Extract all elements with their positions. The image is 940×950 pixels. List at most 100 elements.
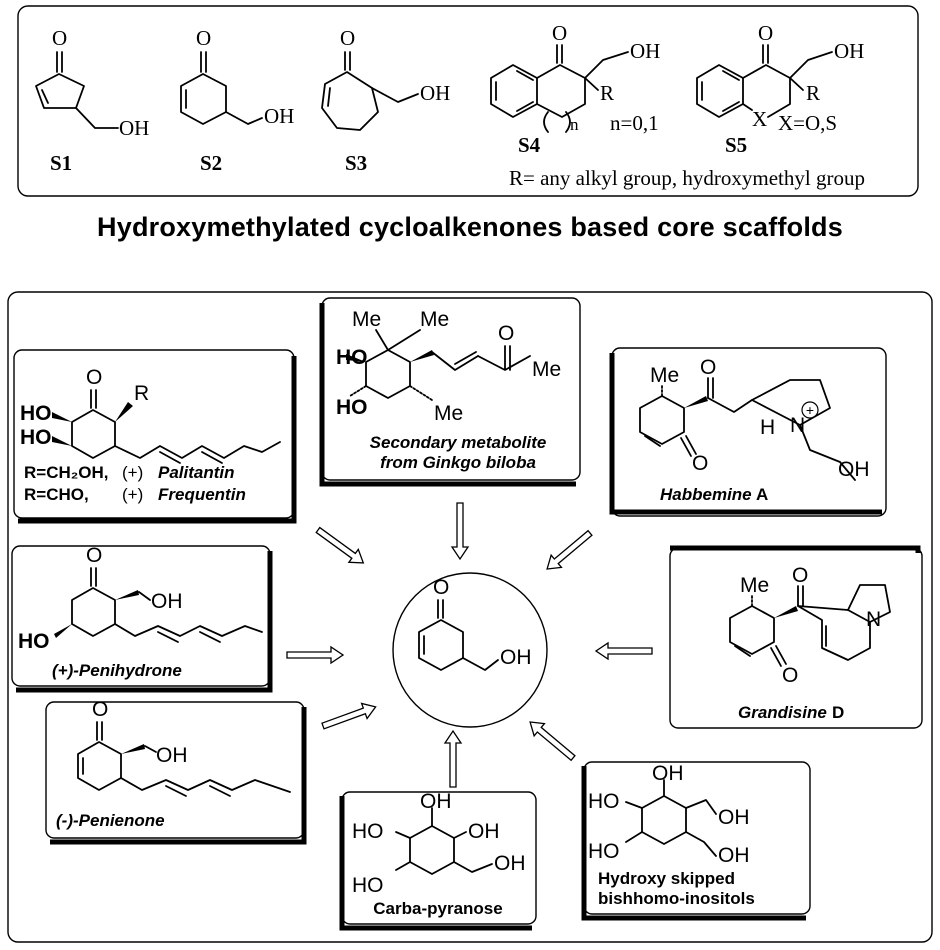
atom-oh: OH bbox=[500, 646, 532, 669]
atom-oh: OH bbox=[834, 39, 864, 63]
box-carba: OH HO OH HO OH Carba-pyranose bbox=[339, 790, 537, 931]
habbemine-name: Habbemine bbox=[660, 485, 752, 504]
atom-o: O bbox=[92, 698, 108, 721]
carba-name: Carba-pyranose bbox=[373, 899, 502, 918]
atom-oh: OH bbox=[151, 590, 183, 613]
atom-me: Me bbox=[740, 574, 769, 597]
charge-circle bbox=[801, 401, 819, 419]
scaffold-panel bbox=[17, 5, 919, 197]
section-heading: Hydroxymethylated cycloalkenones based c… bbox=[97, 212, 843, 242]
ginkgo-line1: Secondary metabolite bbox=[370, 433, 547, 452]
atom-o: O bbox=[792, 564, 808, 587]
atom-me: Me bbox=[650, 364, 679, 387]
arrow-from-carba bbox=[444, 730, 462, 788]
grandisine-suffix: D bbox=[832, 703, 844, 722]
box-palitantin: O HO HO R R=CH₂OH, (+) Palitantin R=CHO,… bbox=[13, 349, 297, 524]
frequentin-sign: (+) bbox=[122, 485, 143, 504]
grandisine-name: Grandisine bbox=[738, 703, 827, 722]
atom-o: O bbox=[758, 21, 773, 45]
core-circle bbox=[392, 572, 548, 728]
atom-me: Me bbox=[420, 308, 449, 331]
scaffold-s2: O OH S2 bbox=[180, 26, 294, 175]
box-ginkgo: Me Me O Me Me HO HO Secondary metabolite… bbox=[319, 297, 581, 487]
atom-ho: HO bbox=[18, 630, 50, 653]
atom-r: R bbox=[806, 81, 820, 105]
atom-ho: HO bbox=[588, 840, 620, 863]
atom-oh: OH bbox=[119, 116, 149, 140]
atom-o: O bbox=[552, 21, 567, 45]
atom-oh: OH bbox=[494, 852, 526, 875]
arrow-from-penihydrone bbox=[286, 646, 344, 664]
atom-r: R bbox=[600, 81, 614, 105]
atom-me: Me bbox=[434, 402, 463, 425]
arrow-from-bishomo bbox=[524, 715, 579, 765]
atom-oh: OH bbox=[420, 790, 452, 813]
arrow-from-ginkgo bbox=[451, 502, 469, 560]
atom-o: O bbox=[782, 664, 798, 687]
frequentin-r: R=CHO, bbox=[24, 485, 89, 504]
atom-me: Me bbox=[352, 308, 381, 331]
penihydrone-name: (+)-Penihydrone bbox=[52, 661, 182, 680]
atom-o: O bbox=[498, 322, 514, 345]
atom-ho: HO bbox=[336, 346, 368, 369]
atom-o: O bbox=[196, 26, 211, 50]
palitantin-name: Palitantin bbox=[158, 463, 235, 482]
atom-oh: OH bbox=[420, 81, 450, 105]
label-s1: S1 bbox=[50, 151, 72, 175]
atom-o: O bbox=[86, 366, 102, 389]
atom-r: R bbox=[134, 382, 149, 405]
scaffold-s5: O OH R X X=O,S S5 bbox=[696, 21, 864, 157]
atom-n: n bbox=[570, 115, 579, 134]
atom-me: Me bbox=[532, 358, 561, 381]
atom-o: O bbox=[340, 26, 355, 50]
box-penihydrone: O OH HO (+)-Penihydrone bbox=[11, 544, 273, 693]
atom-oh: OH bbox=[718, 844, 750, 867]
label-s5: S5 bbox=[725, 133, 747, 157]
arrow-from-grandisine bbox=[595, 642, 653, 660]
n-note: n=0,1 bbox=[610, 111, 659, 135]
atom-o: O bbox=[433, 576, 449, 599]
atom-o: O bbox=[692, 452, 708, 475]
atom-o: O bbox=[700, 356, 716, 379]
box-bishomo: OH HO OH HO OH Hydroxy skipped bishhomo-… bbox=[581, 761, 811, 921]
arrow-from-habbemine bbox=[541, 526, 596, 576]
atom-h: H bbox=[760, 416, 775, 439]
label-s2: S2 bbox=[200, 151, 222, 175]
arrow-from-penienone bbox=[319, 698, 380, 735]
atom-oh: OH bbox=[156, 744, 188, 767]
box-grandisine: Me O O N Grandisine D bbox=[669, 545, 923, 729]
atom-ho: HO bbox=[336, 396, 368, 419]
habbemine-suffix: A bbox=[756, 485, 768, 504]
atom-oh: OH bbox=[630, 39, 660, 63]
atom-n: N bbox=[790, 414, 805, 437]
atom-ho: HO bbox=[352, 874, 384, 897]
targets-panel bbox=[7, 291, 933, 943]
atom-ho: HO bbox=[20, 426, 52, 449]
label-s3: S3 bbox=[345, 151, 367, 175]
atom-ho: HO bbox=[352, 820, 384, 843]
penienone-name: (-)-Penienone bbox=[56, 811, 165, 830]
atom-oh: OH bbox=[652, 762, 684, 785]
atom-o: O bbox=[86, 544, 102, 567]
bishomo-line2: bishhomo-inositols bbox=[598, 889, 755, 908]
scaffold-s4: O OH R n n=0,1 S4 bbox=[490, 21, 660, 157]
palitantin-sign: (+) bbox=[122, 463, 143, 482]
atom-oh: OH bbox=[718, 806, 750, 829]
charge-plus: + bbox=[806, 402, 814, 418]
x-note: X=O,S bbox=[778, 111, 837, 135]
atom-ho: HO bbox=[588, 790, 620, 813]
arrow-from-palitantin bbox=[312, 522, 369, 571]
palitantin-r: R=CH₂OH, bbox=[24, 463, 109, 482]
scaffold-s1: O OH S1 bbox=[35, 26, 149, 175]
atom-oh: OH bbox=[838, 458, 870, 481]
ginkgo-line2: from Ginkgo biloba bbox=[380, 453, 536, 472]
box-habbemine: Me O O N H + OH Habbemine A bbox=[609, 347, 887, 517]
core-scaffold: O OH bbox=[392, 572, 548, 728]
scaffold-s3: O OH S3 bbox=[321, 26, 450, 175]
atom-n: N bbox=[866, 608, 881, 631]
r-note: R= any alkyl group, hydroxymethyl group bbox=[509, 166, 865, 190]
frequentin-name: Frequentin bbox=[158, 485, 246, 504]
atom-ho: HO bbox=[20, 402, 52, 425]
label-s4: S4 bbox=[518, 133, 541, 157]
